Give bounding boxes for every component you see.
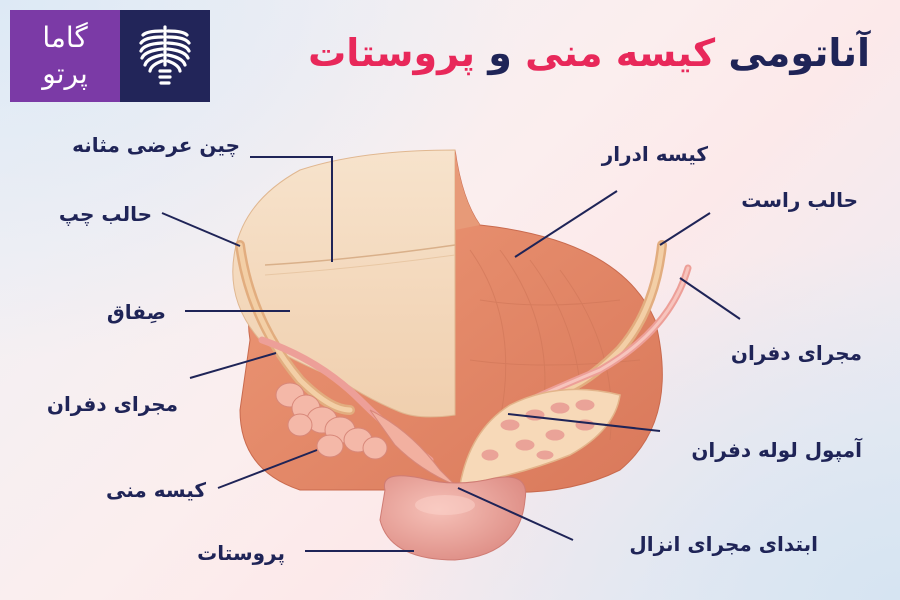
logo-text: گاما پرتو xyxy=(10,10,120,102)
label-seminal-vesicle: کیسه منی xyxy=(105,478,206,502)
leader-right-vas xyxy=(679,277,741,320)
leader-bladder xyxy=(514,190,618,258)
label-right-ureter: حالب راست xyxy=(741,188,858,212)
label-left-ureter: حالب چپ xyxy=(58,202,152,226)
title-seminal-vesicle: کیسه منی xyxy=(525,31,716,75)
leader-ejaculatory-duct xyxy=(457,487,574,541)
transverse-fold-line xyxy=(264,244,456,266)
leader-transverse-fold xyxy=(250,156,333,262)
leader-lines xyxy=(161,156,741,552)
title-anatomy: آناتومی xyxy=(728,31,870,75)
leader-right-ureter xyxy=(659,212,711,246)
label-left-vas-deferens: مجرای دفران xyxy=(46,392,178,416)
prostate xyxy=(379,475,527,561)
label-ejaculatory-duct: ابتدای مجرای انزال xyxy=(629,532,818,556)
brand-logo: گاما پرتو xyxy=(10,10,210,102)
seminal-vesicle-right-section xyxy=(459,388,621,486)
label-peritoneum: صِفاق xyxy=(106,300,166,324)
seminal-vesicle-left xyxy=(275,382,388,460)
title-and: و xyxy=(488,31,512,75)
label-prostate: پروستات xyxy=(197,541,285,565)
leader-left-vas xyxy=(189,352,277,379)
logo-line-2: پرتو xyxy=(42,57,88,90)
label-ampulla: آمپول لوله دفران xyxy=(691,438,862,462)
logo-line-1: گاما xyxy=(42,21,88,54)
leader-seminal-vesicle xyxy=(217,449,318,489)
label-transverse-vesical-fold: چین عرضی مثانه xyxy=(72,133,240,157)
leader-left-ureter xyxy=(161,212,241,247)
ribcage-icon xyxy=(120,10,210,102)
label-bladder: کیسه ادرار xyxy=(601,142,708,166)
page-title: آناتومی کیسه منی و پروستات xyxy=(308,28,870,78)
leader-ampulla xyxy=(507,413,661,432)
label-right-vas-deferens: مجرای دفران xyxy=(730,341,862,365)
title-prostate: پروستات xyxy=(308,31,475,75)
